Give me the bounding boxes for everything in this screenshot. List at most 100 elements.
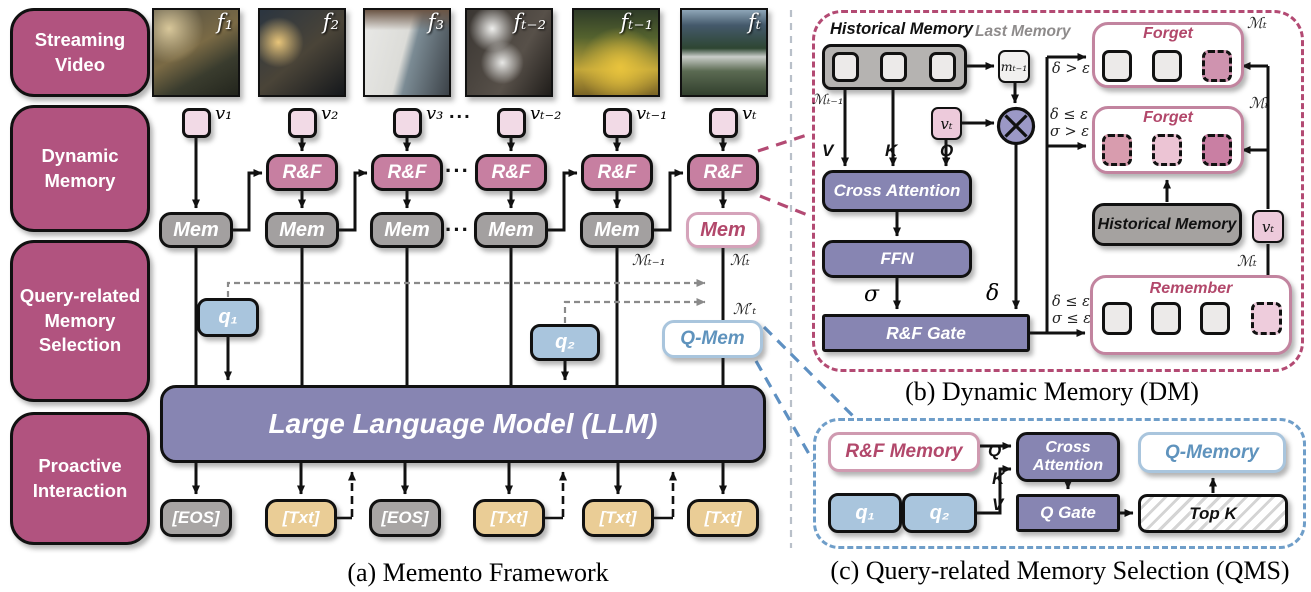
visual-token-t [709,108,738,138]
frame-label: fₜ₋₂ [513,10,546,34]
mem-box-3: Mem [370,212,444,248]
visual-token-t-2 [497,108,526,138]
forget-1-m-label: ℳₜ [1247,14,1267,32]
k-arrow-label-c: K [992,469,1005,488]
v-token-b: vₜ [931,107,962,140]
visual-token-2 [288,108,317,138]
historical-memory-title: Historical Memory [830,20,974,38]
remember-title: Remember [1149,280,1233,297]
token-label-2: v₂ [321,103,339,124]
forget-2-m-label: ℳₜ [1249,94,1269,112]
last-memory-token: mₜ₋₁ [998,50,1030,83]
visual-token-t-1 [603,108,632,138]
sidebar-item-proactive-interaction: Proactive Interaction [10,412,150,545]
video-frame-t: fₜ [680,8,768,97]
video-frame-t-1: fₜ₋₁ [572,8,660,97]
frame-label: fₜ₋₁ [620,10,653,34]
video-frame-1: f₁ [152,8,240,97]
k-arrow-label: K [885,141,898,160]
mem-box-t: Mem [686,212,760,248]
rf-box-t: R&F [687,154,759,191]
forget-2-title: Forget [1143,109,1193,126]
forgotten-slot [1102,134,1132,166]
memory-slot [880,52,907,82]
forget-1-title: Forget [1143,25,1193,42]
rf-box-t-1: R&F [581,154,653,191]
output-eos-2: [EOS] [369,499,441,537]
panel-c-border [813,418,1306,549]
visual-token-1 [182,108,211,138]
query-box-2: q₂ [530,324,600,361]
frame-label: f₃ [427,10,444,34]
mem-box-t-2: Mem [474,212,548,248]
rf-box-3: R&F [371,154,443,191]
remembered-slot [1251,302,1282,335]
llm-box: Large Language Model (LLM) [160,385,766,463]
memory-slot [1151,302,1181,335]
ffn-box: FFN [822,240,972,278]
query-box-c-1: q₁ [828,493,902,533]
video-frame-3: f₃ [363,8,451,97]
query-box-1: q₁ [197,298,259,337]
token-label-3: v₃ [426,103,444,124]
rf-gate-box: R&F Gate [822,314,1030,352]
rf-box-2: R&F [266,154,338,191]
historical-memory-box: Historical Memory [1092,203,1242,246]
frame-label: f₁ [216,10,233,34]
memory-slot [1102,50,1132,82]
delta-label: δ [986,281,1000,306]
remember-m-label: ℳₜ [1237,252,1257,270]
memory-label-t: ℳₜ [730,251,750,269]
last-memory-title: Last Memory [975,23,1071,40]
token-label-1: v₁ [215,103,233,124]
frame-label: f₂ [322,10,339,34]
video-frame-t-2: fₜ₋₂ [465,8,553,97]
cross-attention-box-c: Cross Attention [1016,432,1120,482]
memory-label-t-selected: ℳ′ₜ [733,300,757,318]
video-frame-2: f₂ [258,8,346,97]
q-arrow-label: Q [940,141,954,160]
output-eos-1: [EOS] [160,499,232,537]
q-mem-box: Q-Mem [662,320,763,358]
condition-forget2: δ ≤ ε σ > ε [1050,107,1090,140]
mem-box-1: Mem [159,212,233,248]
token-label-t-2: vₜ₋₂ [530,103,562,124]
caption-c: (c) Query-related Memory Selection (QMS) [830,556,1290,585]
sidebar-item-streaming-video: Streaming Video [10,8,150,97]
rf-box-t-2: R&F [475,154,547,191]
panel-b-border [812,10,1304,372]
query-box-c-2: q₂ [902,493,977,533]
sidebar-item-dynamic-memory: Dynamic Memory [10,105,150,232]
forgotten-slot [1202,50,1232,82]
ellipsis-tokens: ... [449,101,472,123]
cross-attention-box-b: Cross Attention [822,170,972,212]
v-token-right: vₜ [1252,210,1284,243]
output-txt-4: [Txt] [687,499,759,537]
q-arrow-label-c: Q [988,441,1002,460]
top-k-box: Top K [1138,494,1288,533]
output-txt-2: [Txt] [473,499,545,537]
caption-a: (a) Memento Framework [347,558,609,587]
memory-label-prev-b: ℳₜ₋₁ [812,92,844,108]
memory-slot [1152,50,1182,82]
memory-slot [929,52,956,82]
output-txt-3: [Txt] [582,499,654,537]
rf-memory-box: R&F Memory [828,432,980,472]
visual-token-3 [393,108,422,138]
mem-box-2: Mem [265,212,339,248]
forgotten-slot [1152,134,1182,166]
q-gate-box: Q Gate [1016,494,1120,532]
v-arrow-label: V [822,141,834,160]
memory-label-prev: ℳₜ₋₁ [632,251,666,269]
q-memory-box: Q-Memory [1138,432,1286,473]
condition-forget1: δ > ε [1052,61,1090,77]
output-txt-1: [Txt] [265,499,337,537]
token-label-t: vₜ [742,103,757,124]
sidebar-item-query-memory-selection: Query-related Memory Selection [10,240,150,402]
ellipsis-rf: ··· [445,158,470,183]
frame-label: fₜ [748,10,761,34]
memory-slot [832,52,859,82]
sigma-label: σ [864,282,880,307]
